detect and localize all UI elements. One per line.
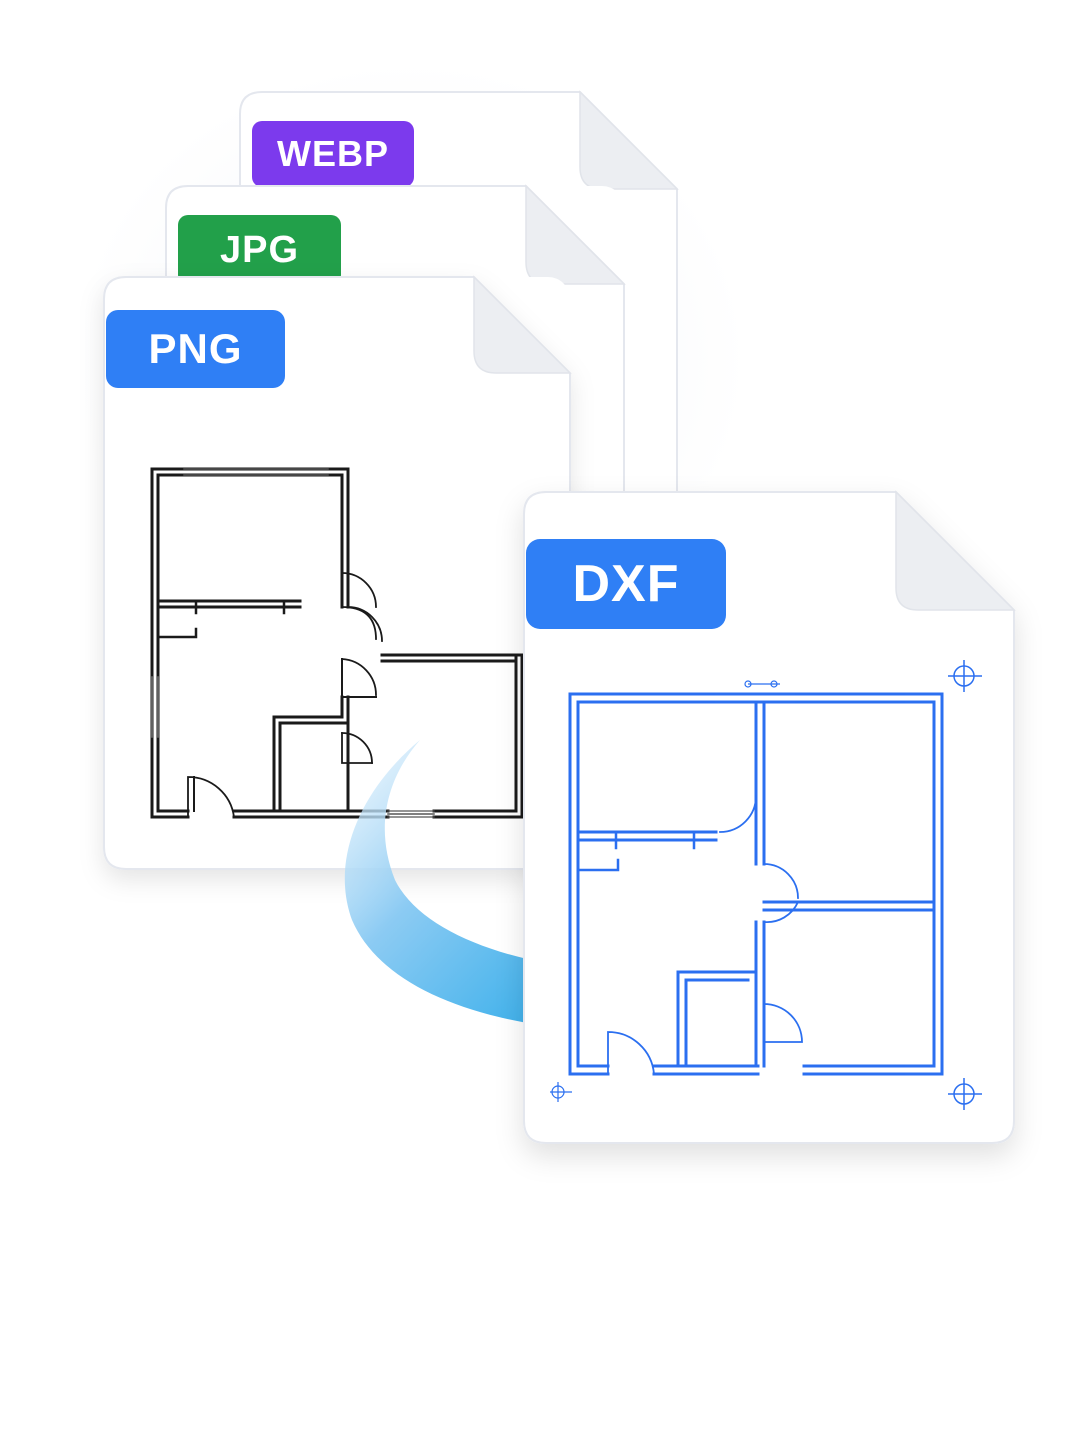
crosshair-icon bbox=[948, 660, 982, 692]
jpg-label: JPG bbox=[219, 228, 300, 271]
png-file-card: PNG bbox=[103, 275, 572, 870]
dxf-file-card: DXF bbox=[523, 490, 1016, 1144]
output-floor-plan bbox=[568, 692, 944, 1076]
dxf-fold-icon bbox=[895, 490, 1016, 611]
webp-label: WEBP bbox=[277, 133, 389, 174]
dimension-mark bbox=[744, 680, 780, 688]
dxf-label: DXF bbox=[572, 555, 680, 613]
dxf-page-outline bbox=[523, 491, 1015, 1144]
crosshair-icon bbox=[550, 1082, 572, 1102]
jpg-badge: JPG bbox=[178, 215, 341, 285]
png-badge: PNG bbox=[106, 310, 285, 388]
png-file-shape bbox=[103, 275, 572, 870]
crosshair-icon bbox=[948, 1078, 982, 1110]
dxf-badge: DXF bbox=[526, 539, 726, 629]
dxf-file-shape bbox=[523, 490, 1016, 1144]
png-fold-icon bbox=[473, 275, 572, 374]
png-label: PNG bbox=[148, 325, 243, 372]
webp-badge: WEBP bbox=[252, 121, 414, 187]
